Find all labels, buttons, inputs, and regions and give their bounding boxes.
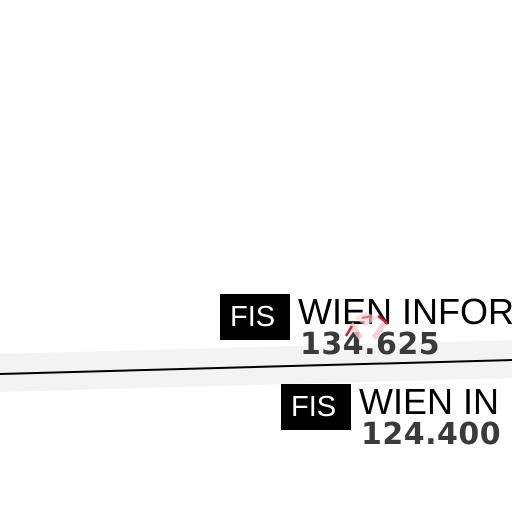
fis-station-name: WIEN IN [359, 381, 499, 422]
fis-frequency: 124.400 [361, 417, 502, 452]
fis-station-name: WIEN INFOR [298, 291, 512, 332]
fis-frequency: 134.625 [300, 327, 441, 362]
boundary-line [0, 359, 512, 375]
fis-type-badge: FIS [281, 384, 351, 430]
fis-type-badge: FIS [220, 294, 290, 340]
